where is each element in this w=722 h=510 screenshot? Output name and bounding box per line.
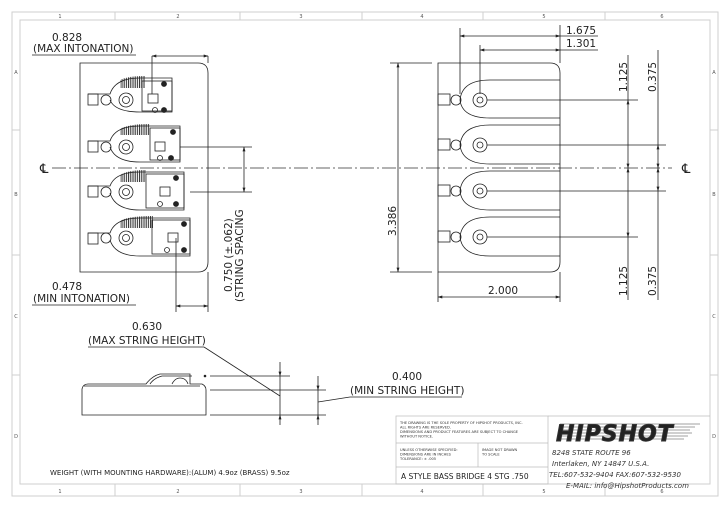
- property-notice-line: THE DRAWING IS THE SOLE PROPERTY OF HIPS…: [399, 421, 523, 425]
- zone-label: 2: [176, 489, 179, 495]
- company-logo: HIPSHOT: [556, 422, 700, 447]
- zone-labels-bottom: 1 2 3 4 5 6: [58, 489, 663, 495]
- saddle-1: [87, 76, 173, 113]
- zone-label: 4: [420, 14, 423, 20]
- min-string-height-label: (MIN STRING HEIGHT): [350, 385, 464, 397]
- zone-label: D: [14, 434, 18, 440]
- dim-length: 3.386: [387, 206, 399, 236]
- zone-label: 4: [420, 489, 423, 495]
- zone-label: 1: [58, 489, 61, 495]
- dim-1125-top: 1.125: [618, 62, 630, 92]
- dim-width: 2.000: [488, 285, 518, 297]
- centerline-symbol-left: ℄: [39, 162, 49, 177]
- dim-0375-bottom: 0.375: [647, 266, 659, 296]
- zone-label: 5: [542, 14, 545, 20]
- address-city: Interlaken, NY 14847 U.S.A.: [552, 460, 649, 468]
- scale-note-line: TO SCALE: [481, 453, 500, 457]
- sheet-frame: [11, 11, 719, 497]
- units-note-line: DIMENSIONS ARE IN INCHES: [400, 453, 452, 457]
- centerline: ℄ ℄: [39, 162, 691, 177]
- top-view: [32, 54, 252, 312]
- property-notice-line: WITHOUT NOTICE.: [400, 435, 433, 439]
- zone-label: 6: [660, 14, 663, 20]
- zone-label: D: [712, 434, 716, 440]
- min-intonation-value: 0.478: [52, 281, 82, 293]
- dim-1125-bottom: 1.125: [618, 266, 630, 296]
- saddle-4: [87, 216, 191, 257]
- string-spacing-label: (STRING SPACING: [234, 209, 246, 302]
- zone-labels-right: A B C D: [712, 70, 716, 440]
- side-view: [81, 346, 462, 425]
- base-view: [390, 25, 666, 302]
- property-notice-line: ALL RIGHTS ARE RESERVED.: [400, 426, 451, 430]
- dim-1675: 1.675: [566, 25, 596, 37]
- address-email: E-MAIL: info@HipshotProducts.com: [566, 482, 689, 490]
- address-phone: TEL:607-532-9404 FAX:607-532-9530: [549, 471, 681, 479]
- max-intonation-value: 0.828: [52, 32, 82, 44]
- zone-label: B: [14, 192, 18, 198]
- saddle-2: [87, 124, 181, 163]
- centerline-symbol-right: ℄: [681, 162, 691, 177]
- saddle-3: [87, 170, 185, 211]
- zone-labels-top: 1 2 3 4 5 6: [58, 14, 663, 20]
- zone-label: 3: [299, 489, 302, 495]
- zone-label: C: [14, 314, 18, 320]
- zone-label: 2: [176, 14, 179, 20]
- part-title: A STYLE BASS BRIDGE 4 STG .750: [401, 472, 529, 481]
- zone-label: A: [14, 70, 18, 76]
- zone-label: 6: [660, 489, 663, 495]
- zone-label: C: [712, 314, 716, 320]
- title-block: [395, 415, 710, 485]
- address-street: 8248 STATE ROUTE 96: [552, 449, 631, 457]
- max-string-height-label: (MAX STRING HEIGHT): [88, 335, 206, 347]
- dim-1301: 1.301: [566, 38, 596, 50]
- slot-1: [437, 79, 560, 119]
- units-note-line: UNLESS OTHERWISE SPECIFIED:: [400, 448, 458, 452]
- weight-note: WEIGHT (WITH MOUNTING HARDWARE):(ALUM) 4…: [50, 469, 290, 477]
- zone-label: A: [712, 70, 716, 76]
- slot-3: [437, 170, 560, 211]
- max-string-height-value: 0.630: [132, 321, 162, 333]
- property-notice-line: DIMENSIONS AND PRODUCT FEATURES ARE SUBJ…: [400, 430, 519, 434]
- scale-note-line: IMAGE NOT DRAWN: [482, 448, 518, 452]
- zone-label: 5: [542, 489, 545, 495]
- slot-2: [437, 124, 560, 165]
- zone-label: B: [712, 192, 716, 198]
- max-intonation-label: (MAX INTONATION): [33, 43, 133, 55]
- zone-labels-left: A B C D: [14, 70, 18, 440]
- logo-wordmark: HIPSHOT: [556, 422, 675, 447]
- units-note-line: TOLERANCE: ± .005: [399, 457, 436, 461]
- zone-label: 3: [299, 14, 302, 20]
- string-spacing-value: 0.750 (±.062): [223, 218, 235, 292]
- min-intonation-label: (MIN INTONATION): [33, 293, 130, 305]
- zone-label: 1: [58, 14, 61, 20]
- dim-0375-top: 0.375: [647, 62, 659, 92]
- min-string-height-value: 0.400: [392, 371, 422, 383]
- slot-4: [437, 216, 560, 257]
